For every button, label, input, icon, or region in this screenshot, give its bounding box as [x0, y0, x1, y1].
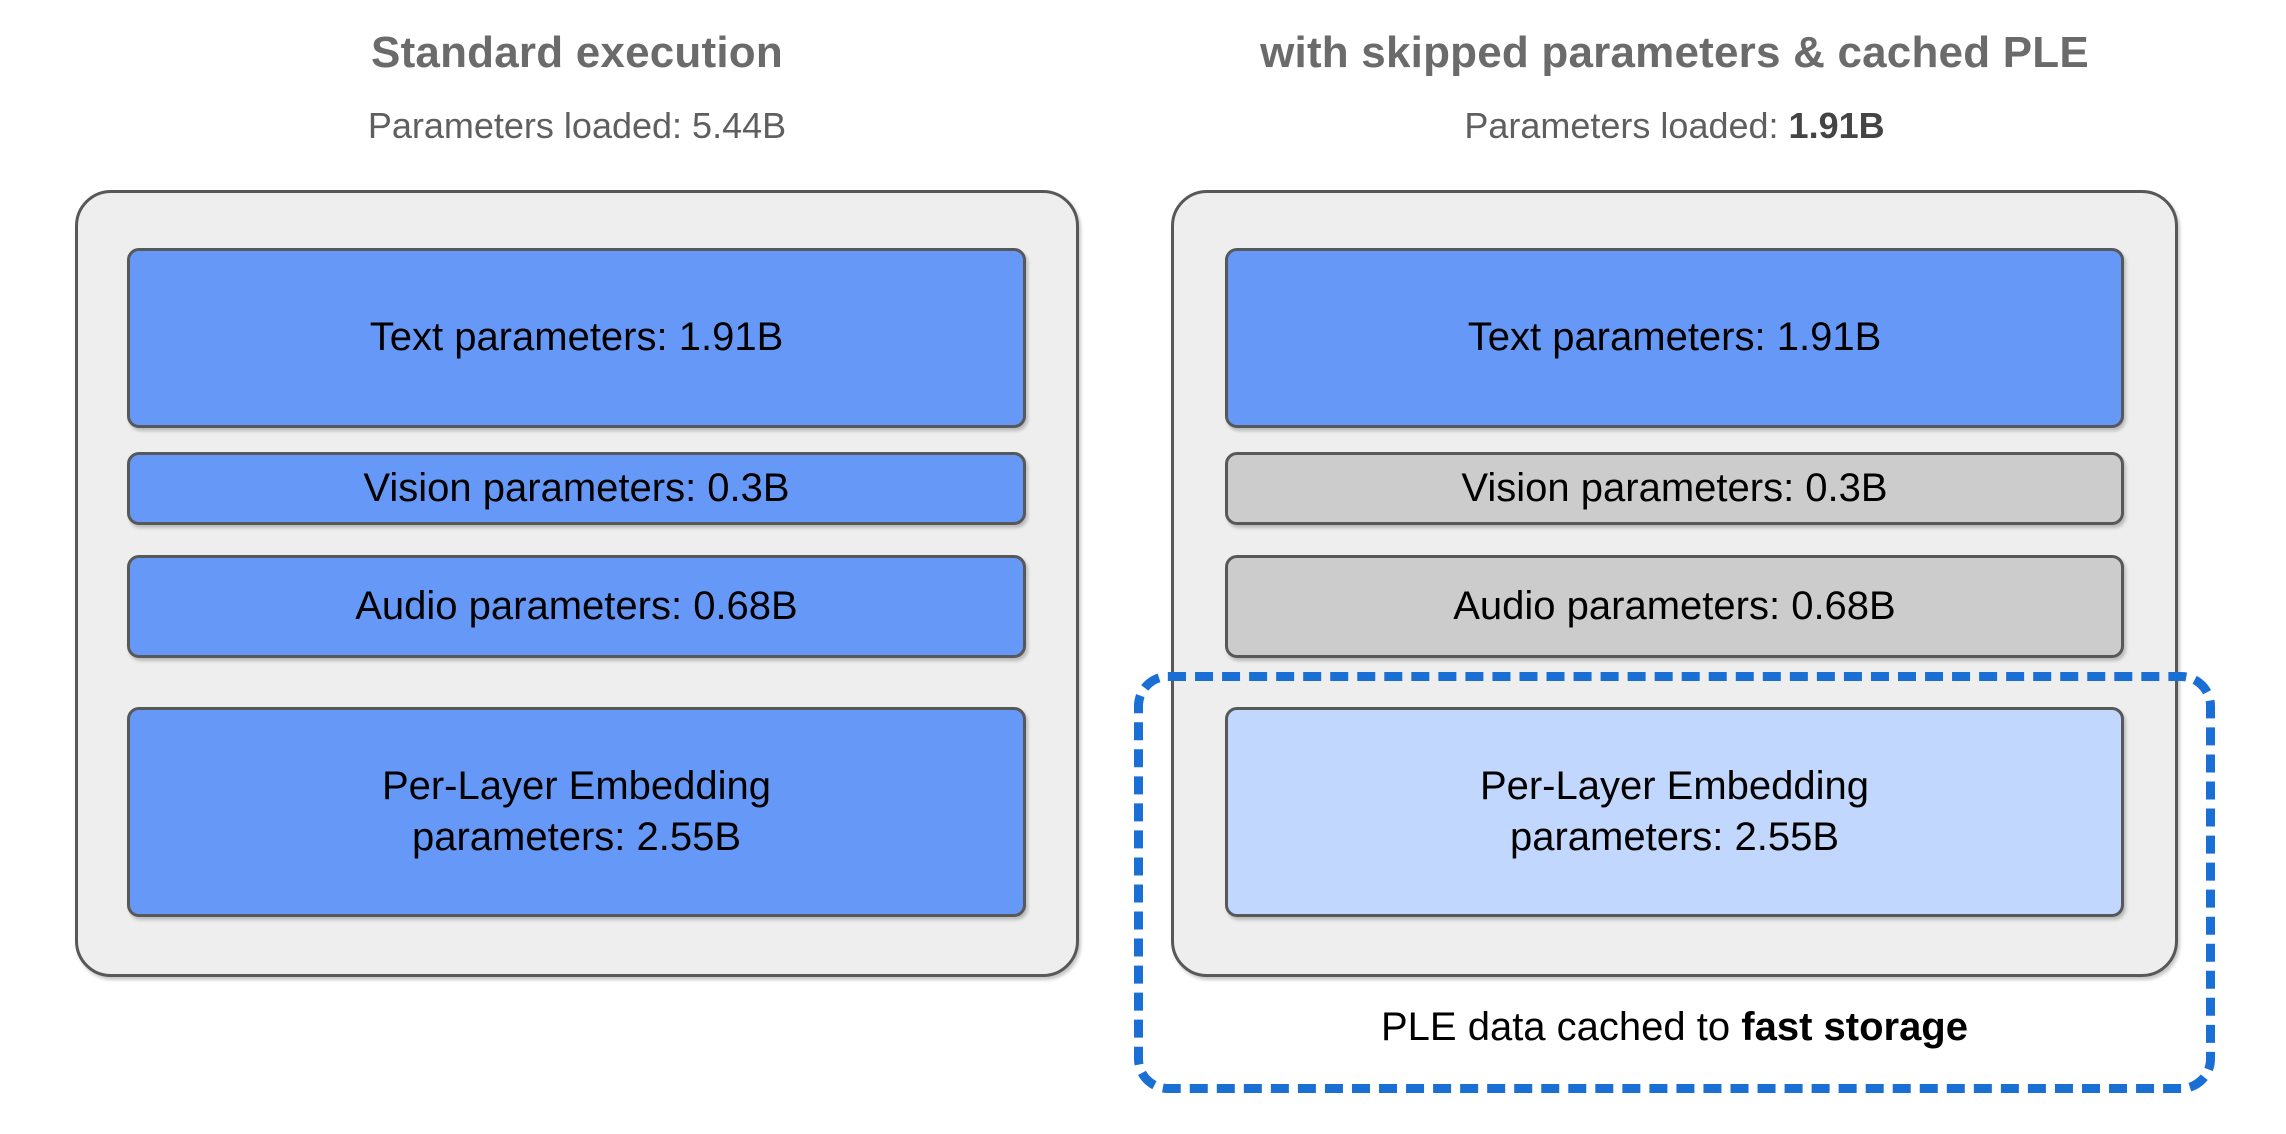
subtitle-prefix-optimized: Parameters loaded: — [1464, 105, 1789, 146]
column-subtitle-standard: Parameters loaded: 5.44B — [75, 105, 1079, 147]
block-text-parameters-standard[interactable]: Text parameters: 1.91B — [127, 248, 1026, 428]
block-audio-parameters-optimized[interactable]: Audio parameters: 0.68B — [1225, 555, 2124, 658]
block-ple-line1-standard: Per-Layer Embedding — [381, 763, 772, 808]
block-ple-line2-optimized: parameters: 2.55B — [1509, 815, 1840, 859]
block-ple-parameters-optimized[interactable]: Per-Layer Embedding parameters: 2.55B — [1225, 707, 2124, 917]
subtitle-value-standard: 5.44B — [692, 105, 787, 146]
block-audio-parameters-standard[interactable]: Audio parameters: 0.68B — [127, 555, 1026, 658]
column-title-standard: Standard execution — [371, 28, 783, 77]
cache-region-caption: PLE data cached to fast storage — [1134, 1005, 2215, 1050]
block-vision-parameters-optimized[interactable]: Vision parameters: 0.3B — [1225, 452, 2124, 525]
block-ple-line1-optimized: Per-Layer Embedding — [1479, 763, 1870, 808]
subtitle-value-optimized: 1.91B — [1788, 105, 1885, 146]
column-subtitle-optimized: Parameters loaded: 1.91B — [1171, 105, 2178, 147]
cache-caption-prefix: PLE data cached to — [1380, 1005, 1742, 1049]
subtitle-prefix-standard: Parameters loaded: — [367, 105, 693, 146]
block-vision-parameters-standard[interactable]: Vision parameters: 0.3B — [127, 452, 1026, 525]
block-ple-line2-standard: parameters: 2.55B — [411, 815, 742, 859]
cache-caption-strong: fast storage — [1741, 1005, 1968, 1049]
column-title-optimized: with skipped parameters & cached PLE — [1260, 28, 2089, 77]
block-ple-parameters-standard[interactable]: Per-Layer Embedding parameters: 2.55B — [127, 707, 1026, 917]
block-text-parameters-optimized[interactable]: Text parameters: 1.91B — [1225, 248, 2124, 428]
